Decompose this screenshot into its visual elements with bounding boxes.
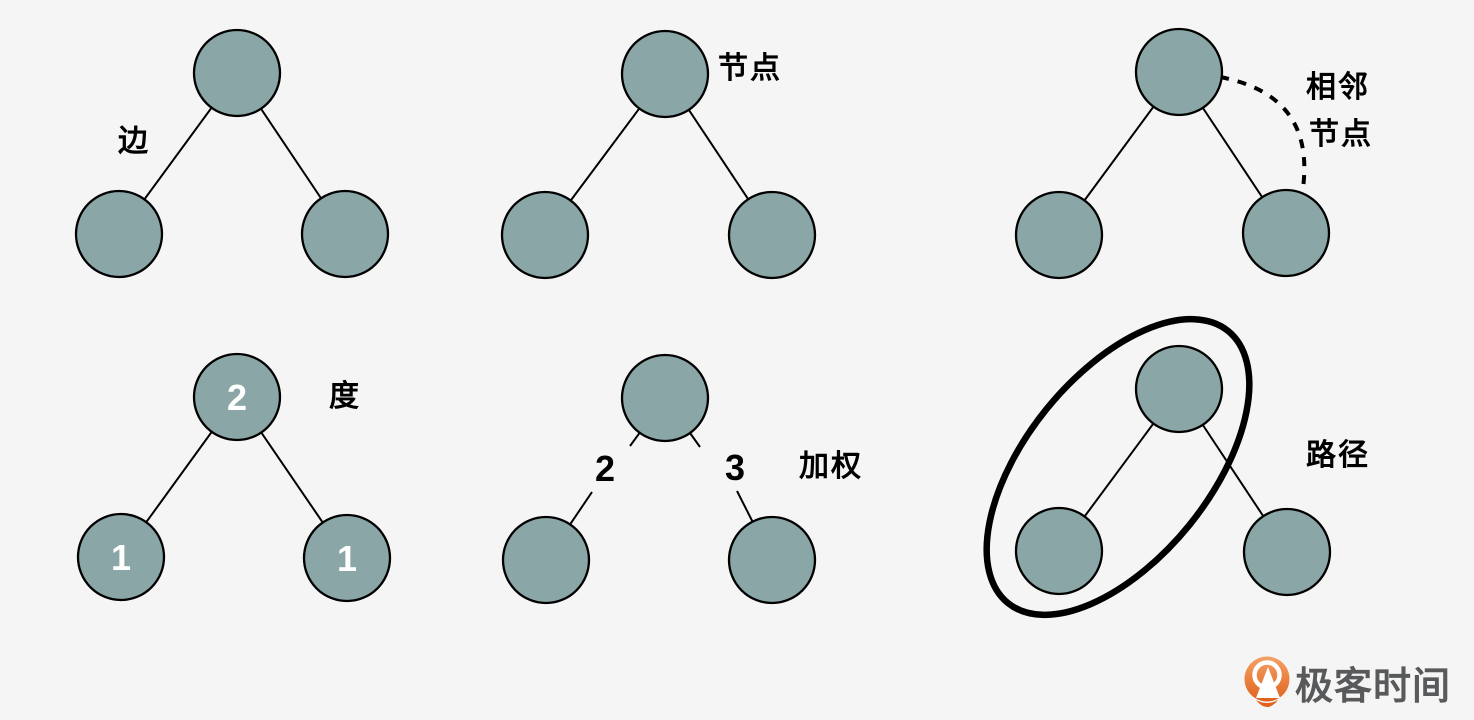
logo-inner-triangle	[1256, 667, 1280, 698]
label-edge: 边	[118, 125, 150, 158]
root-node	[1134, 27, 1224, 117]
label-adjacent-node-line1: 相邻	[1306, 71, 1370, 104]
root-node	[1134, 344, 1224, 434]
right-node	[727, 190, 817, 280]
root-node	[620, 353, 710, 443]
diagram-path	[983, 315, 1332, 619]
left-node	[500, 190, 590, 280]
diagram-degree	[76, 352, 392, 603]
diagram-adjacent-node	[1014, 27, 1331, 280]
label-node: 节点	[718, 52, 782, 85]
diagram-edge	[74, 28, 390, 279]
degree-root-value: 2	[226, 377, 248, 418]
right-node	[1242, 507, 1332, 597]
label-adjacent-node-line2: 节点	[1309, 118, 1373, 151]
left-node	[76, 512, 166, 602]
left-node	[501, 515, 591, 605]
left-node	[1014, 190, 1104, 280]
adjacency-dashed-arc	[1219, 75, 1307, 189]
root-node	[192, 28, 282, 118]
root-node	[620, 29, 710, 119]
label-weighted: 加权	[799, 450, 863, 483]
right-node	[300, 189, 390, 279]
right-node	[1241, 188, 1331, 278]
right-node	[302, 513, 392, 603]
diagram-node	[500, 29, 817, 280]
weight-right-value: 3	[724, 447, 746, 488]
weight-left-value: 2	[594, 448, 616, 489]
root-node	[192, 352, 282, 442]
label-path: 路径	[1306, 439, 1370, 472]
path-highlight-ellipse	[983, 315, 1253, 619]
geektime-logo-icon	[1244, 656, 1290, 707]
label-degree: 度	[329, 380, 361, 413]
degree-left-value: 1	[110, 537, 132, 578]
degree-right-value: 1	[336, 538, 358, 579]
left-node	[74, 189, 164, 279]
left-node	[1014, 506, 1104, 596]
logo-pin-tail	[1256, 700, 1278, 707]
right-node	[727, 515, 817, 605]
geektime-logo-text: 极客时间	[1295, 666, 1452, 708]
diagram-weighted	[501, 353, 817, 605]
